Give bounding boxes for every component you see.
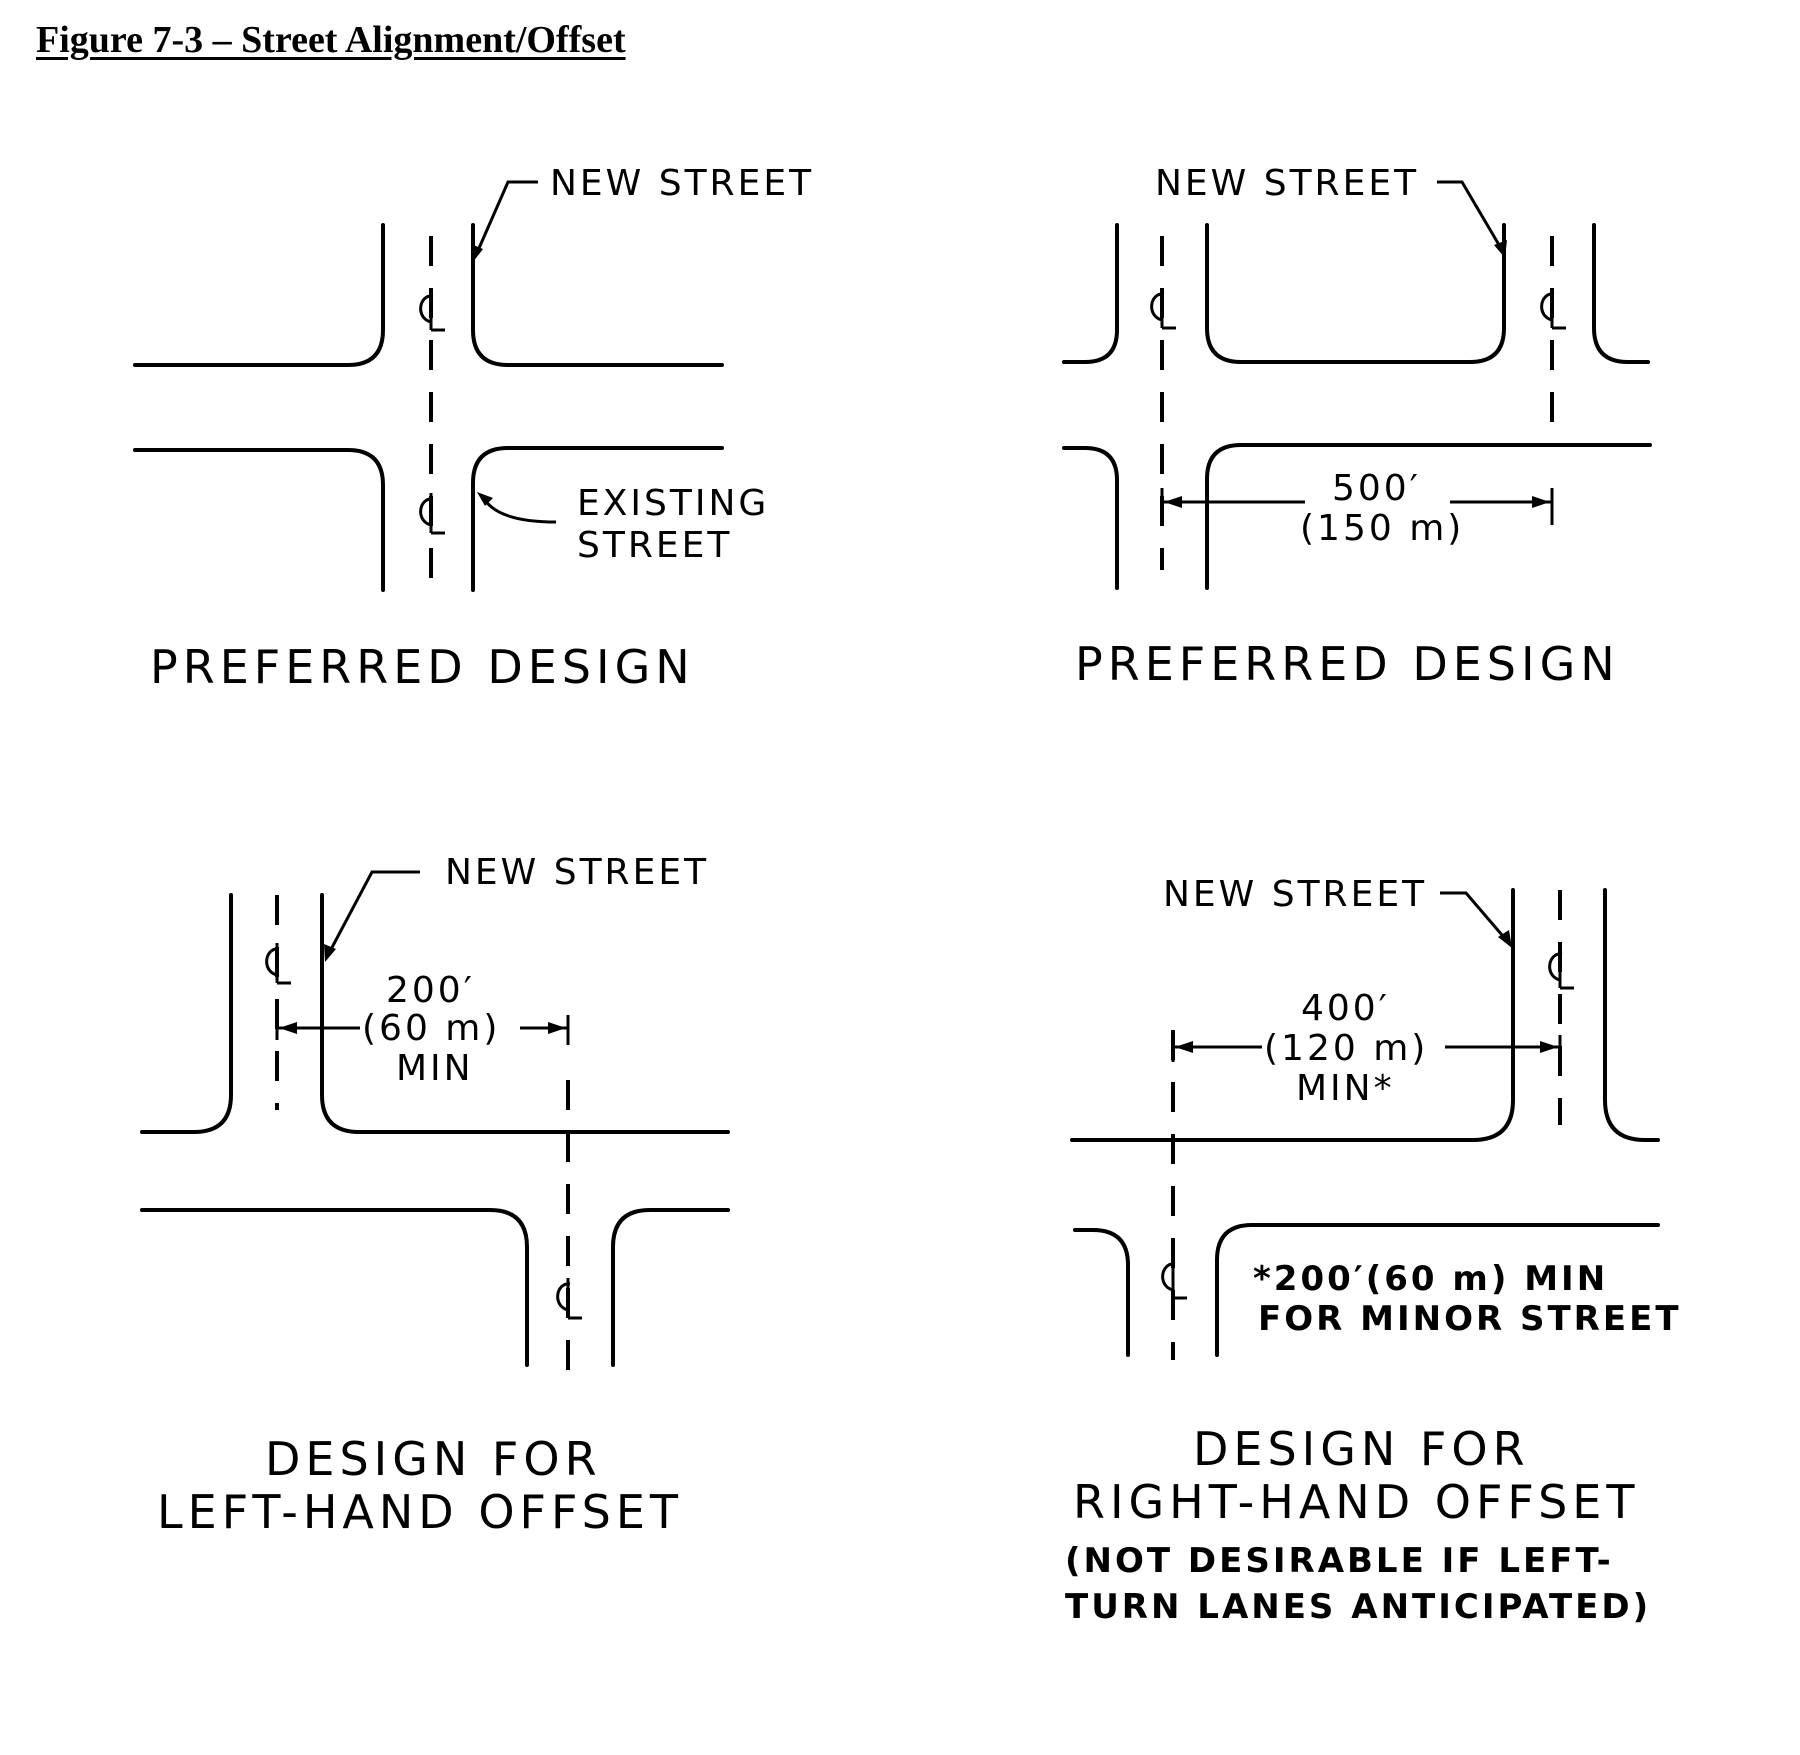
curb-line bbox=[140, 893, 233, 1134]
panel-right-hand-offset: NEW STREET 400′ (120 m) MIN* *200′(60 m)… bbox=[1065, 874, 1682, 1627]
arrowhead bbox=[324, 944, 336, 962]
arrowhead bbox=[1498, 930, 1512, 948]
panel-caption: PREFERRED DESIGN bbox=[150, 640, 695, 694]
dimension-line bbox=[275, 1015, 570, 1045]
curb-line bbox=[471, 446, 724, 592]
panel-caption-note: TURN LANES ANTICIPATED) bbox=[1065, 1587, 1651, 1627]
dimension-line bbox=[1160, 488, 1554, 525]
leader-line bbox=[483, 499, 557, 524]
existing-street-label: EXISTING bbox=[577, 483, 769, 524]
curb-line bbox=[1205, 223, 1506, 364]
existing-street-label: STREET bbox=[577, 525, 732, 566]
panel-caption: DESIGN FOR bbox=[265, 1432, 602, 1486]
curb-line bbox=[1070, 888, 1515, 1142]
curb-line bbox=[1205, 443, 1652, 590]
curb-line bbox=[1062, 446, 1119, 590]
dimension-meters: (60 m) bbox=[362, 1008, 500, 1049]
leader-line bbox=[326, 870, 420, 956]
curb-line bbox=[1215, 1223, 1660, 1357]
panel-caption-note: (NOT DESIRABLE IF LEFT- bbox=[1065, 1541, 1614, 1581]
curb-line bbox=[133, 448, 385, 592]
arrowhead bbox=[477, 492, 493, 506]
new-street-label: NEW STREET bbox=[1163, 874, 1427, 915]
dimension-feet: 500′ bbox=[1332, 468, 1421, 509]
curb-line bbox=[1603, 888, 1660, 1142]
dimension-feet: 200′ bbox=[386, 970, 475, 1011]
panel-caption: DESIGN FOR bbox=[1193, 1422, 1530, 1476]
curb-line bbox=[140, 1208, 529, 1367]
figure-title: Figure 7-3 – Street Alignment/Offset bbox=[36, 19, 626, 61]
leader-line bbox=[1437, 180, 1504, 251]
dimension-feet: 400′ bbox=[1301, 988, 1390, 1029]
curb-line bbox=[320, 893, 730, 1134]
curb-line bbox=[471, 223, 724, 367]
footnote: *200′(60 m) MIN bbox=[1253, 1259, 1608, 1299]
curb-line bbox=[133, 223, 385, 367]
panel-preferred-design-1: NEW STREET EXISTING STREET PREFERRED DES… bbox=[133, 163, 814, 694]
arrowhead bbox=[1494, 240, 1507, 258]
panel-caption: LEFT-HAND OFFSET bbox=[157, 1485, 683, 1539]
new-street-label: NEW STREET bbox=[550, 163, 814, 204]
panel-left-hand-offset: NEW STREET 200′ (60 m) MIN DESIGN FOR LE… bbox=[140, 852, 730, 1539]
curb-line bbox=[1592, 223, 1650, 364]
panel-caption: PREFERRED DESIGN bbox=[1075, 637, 1620, 691]
new-street-label: NEW STREET bbox=[1155, 163, 1419, 204]
dimension-meters: (120 m) bbox=[1264, 1028, 1428, 1069]
dimension-min: MIN bbox=[396, 1048, 474, 1089]
curb-line bbox=[611, 1208, 730, 1367]
leader-line bbox=[1440, 891, 1510, 943]
dimension-line bbox=[1171, 1035, 1562, 1062]
leader-line bbox=[474, 180, 538, 256]
panel-preferred-design-2: NEW STREET 500′ (150 m) PREFERRED DESIGN bbox=[1062, 163, 1652, 691]
footnote: FOR MINOR STREET bbox=[1258, 1299, 1682, 1339]
curb-line bbox=[1073, 1228, 1130, 1357]
panel-caption: RIGHT-HAND OFFSET bbox=[1073, 1475, 1639, 1529]
arrowhead bbox=[471, 244, 483, 262]
new-street-label: NEW STREET bbox=[445, 852, 709, 893]
dimension-min: MIN* bbox=[1296, 1068, 1395, 1109]
dimension-meters: (150 m) bbox=[1300, 508, 1464, 549]
curb-line bbox=[1062, 223, 1119, 364]
